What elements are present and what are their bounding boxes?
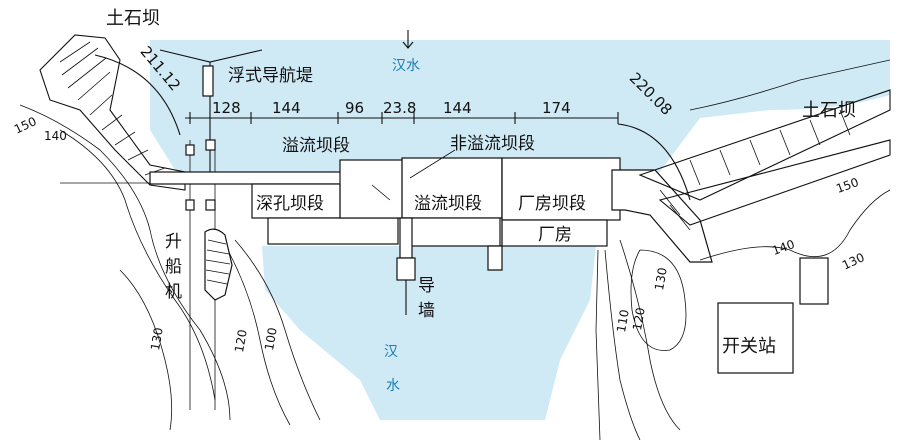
label-river-lower-2: 水 bbox=[386, 378, 400, 394]
label-float-guide: 浮式导航堤 bbox=[228, 66, 313, 86]
contour-label: 130 bbox=[148, 326, 166, 351]
flow-arrow-icon bbox=[402, 30, 414, 49]
contour-line bbox=[19, 104, 231, 421]
label-ship-lift-1: 升 bbox=[165, 232, 182, 252]
label-earth-dam-left: 土石坝 bbox=[106, 8, 160, 29]
leader-line bbox=[409, 149, 456, 179]
dimension-ticks bbox=[189, 112, 619, 124]
guide-wall bbox=[399, 217, 413, 259]
label-ship-lift-3: 机 bbox=[165, 282, 182, 302]
contour-label: 140 bbox=[770, 237, 796, 258]
ship-lift-gate bbox=[205, 139, 216, 151]
dim-1: 128 bbox=[212, 99, 241, 117]
ship-lift-gate bbox=[205, 199, 216, 211]
lower-approach-channel bbox=[204, 228, 233, 301]
label-guide-wall-1: 导 bbox=[418, 276, 435, 296]
contour-line bbox=[59, 129, 216, 401]
right-earth-dam-2 bbox=[658, 139, 891, 226]
label-powerhouse-section: 厂房坝段 bbox=[518, 194, 586, 214]
label-powerhouse: 厂房 bbox=[538, 225, 572, 245]
label-earth-dam-right: 土石坝 bbox=[802, 100, 856, 121]
label-overflow-section-lower: 溢流坝段 bbox=[414, 194, 482, 214]
dim-3: 96 bbox=[345, 99, 364, 117]
label-switch-station: 开关站 bbox=[722, 336, 776, 357]
powerhouse-block bbox=[501, 219, 608, 247]
label-river-lower-1: 汉 bbox=[384, 344, 398, 360]
overflow-apron bbox=[401, 217, 501, 247]
contour-line bbox=[619, 239, 681, 431]
label-deep-hole-section: 深孔坝段 bbox=[256, 194, 324, 214]
label-river-upper: 汉水 bbox=[392, 58, 420, 74]
switch-station-box bbox=[717, 302, 794, 374]
upstream-water bbox=[150, 40, 890, 178]
small-building bbox=[799, 257, 829, 305]
ship-lift-gate bbox=[185, 144, 195, 156]
right-dam-hatching bbox=[659, 109, 851, 231]
contour-label: 120 bbox=[630, 306, 648, 331]
ship-lift-gate bbox=[185, 199, 195, 211]
contour-line bbox=[699, 189, 891, 261]
label-overflow-section: 溢流坝段 bbox=[282, 136, 350, 156]
right-earth-dam bbox=[638, 89, 891, 201]
dim-4: 23.8 bbox=[383, 99, 416, 117]
left-dam-hatching bbox=[59, 41, 166, 176]
contour-line bbox=[234, 239, 321, 421]
contour-line bbox=[595, 249, 601, 441]
contour-label: 110 bbox=[614, 308, 632, 333]
label-non-overflow-section: 非溢流坝段 bbox=[450, 134, 535, 154]
label-guide-wall-2: 墙 bbox=[418, 301, 435, 321]
contour-label: 150 bbox=[834, 175, 860, 196]
contour-line bbox=[119, 269, 173, 431]
contour-label: 140 bbox=[44, 129, 67, 143]
tailrace-notch bbox=[487, 245, 503, 271]
deep-hole-apron bbox=[267, 217, 399, 245]
float-guide-box bbox=[202, 65, 214, 97]
contour-label: 130 bbox=[652, 266, 670, 291]
dim-5: 144 bbox=[443, 99, 472, 117]
dim-2: 144 bbox=[272, 99, 301, 117]
contour-label: 130 bbox=[840, 250, 867, 272]
contour-label: 150 bbox=[12, 114, 39, 136]
right-arc-dim bbox=[617, 123, 691, 201]
contour-line bbox=[224, 244, 291, 426]
right-upper-bank bbox=[689, 59, 891, 111]
downstream-water bbox=[262, 246, 596, 420]
channel-hatching bbox=[205, 239, 231, 285]
right-junction bbox=[611, 169, 713, 263]
guide-wall-end bbox=[396, 257, 416, 281]
dim-6: 174 bbox=[542, 99, 571, 117]
label-ship-lift-2: 船 bbox=[165, 257, 182, 277]
left-arc-dim bbox=[94, 54, 181, 136]
contour-line bbox=[604, 249, 641, 441]
contour-label: 100 bbox=[262, 326, 280, 351]
contour-label: 120 bbox=[232, 328, 250, 353]
leader-line bbox=[371, 184, 391, 201]
overflow-section-block bbox=[339, 159, 411, 219]
contour-line bbox=[630, 249, 687, 351]
